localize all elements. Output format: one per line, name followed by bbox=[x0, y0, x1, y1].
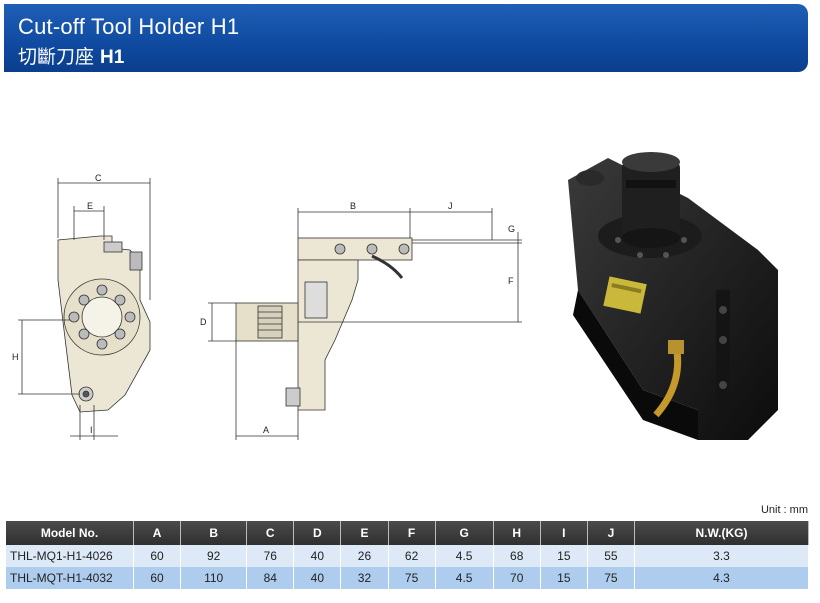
dim-label-b: B bbox=[350, 201, 356, 211]
cell-c: 84 bbox=[246, 567, 295, 589]
cell-weight: 4.3 bbox=[634, 567, 810, 589]
cell-i: 15 bbox=[540, 545, 588, 567]
col-header-j: J bbox=[587, 521, 635, 545]
dim-label-e: E bbox=[87, 201, 93, 211]
side-view bbox=[208, 208, 522, 440]
cell-g: 4.5 bbox=[435, 567, 494, 589]
table-header-row: Model No. A B C D E F G H I J N.W.(KG) bbox=[6, 521, 810, 545]
title-english: Cut-off Tool Holder H1 bbox=[18, 14, 240, 39]
technical-drawing: C E H I bbox=[12, 173, 522, 440]
table-row: THL-MQT-H1-4032 60 110 84 40 32 75 4.5 7… bbox=[6, 567, 810, 589]
product-photo bbox=[568, 152, 778, 440]
cell-model: THL-MQ1-H1-4026 bbox=[6, 545, 134, 567]
front-dimension-labels: C E H I bbox=[12, 173, 102, 435]
dim-label-d: D bbox=[200, 317, 207, 327]
dim-label-i: I bbox=[90, 425, 93, 435]
spec-table: Model No. A B C D E F G H I J N.W.(KG) T… bbox=[6, 521, 810, 589]
col-header-e: E bbox=[340, 521, 389, 545]
col-header-b: B bbox=[180, 521, 248, 545]
cell-weight: 3.3 bbox=[634, 545, 810, 567]
cell-model: THL-MQT-H1-4032 bbox=[6, 567, 134, 589]
front-view bbox=[18, 178, 151, 440]
col-header-weight: N.W.(KG) bbox=[634, 521, 810, 545]
col-header-c: C bbox=[246, 521, 295, 545]
title-chinese-text: 切斷刀座 bbox=[18, 47, 95, 68]
cell-f: 62 bbox=[388, 545, 436, 567]
cell-j: 55 bbox=[587, 545, 635, 567]
dim-label-a: A bbox=[263, 425, 269, 435]
dim-label-j: J bbox=[448, 201, 453, 211]
col-header-d: D bbox=[293, 521, 342, 545]
cell-d: 40 bbox=[293, 567, 342, 589]
col-header-g: G bbox=[435, 521, 494, 545]
dim-label-g: G bbox=[508, 224, 515, 234]
col-header-a: A bbox=[133, 521, 182, 545]
cell-c: 76 bbox=[246, 545, 295, 567]
cell-h: 68 bbox=[493, 545, 541, 567]
col-header-i: I bbox=[540, 521, 588, 545]
title-code: H1 bbox=[100, 47, 125, 68]
cell-a: 60 bbox=[133, 545, 182, 567]
side-dimension-labels: B J G F D A bbox=[200, 201, 515, 435]
col-header-f: F bbox=[388, 521, 436, 545]
dim-label-c: C bbox=[95, 173, 102, 183]
cell-b: 110 bbox=[180, 567, 248, 589]
col-header-model: Model No. bbox=[6, 521, 134, 545]
cell-e: 26 bbox=[340, 545, 389, 567]
col-header-h: H bbox=[493, 521, 541, 545]
dim-label-h: H bbox=[12, 352, 19, 362]
tool-holder-shape bbox=[568, 152, 778, 440]
dim-label-f: F bbox=[508, 276, 514, 286]
cell-j: 75 bbox=[587, 567, 635, 589]
cell-e: 32 bbox=[340, 567, 389, 589]
unit-label: Unit : mm bbox=[760, 504, 808, 516]
cell-g: 4.5 bbox=[435, 545, 494, 567]
cell-b: 92 bbox=[180, 545, 248, 567]
cell-a: 60 bbox=[133, 567, 182, 589]
cell-d: 40 bbox=[293, 545, 342, 567]
table-row: THL-MQ1-H1-4026 60 92 76 40 26 62 4.5 68… bbox=[6, 545, 810, 567]
cell-f: 75 bbox=[388, 567, 436, 589]
cell-h: 70 bbox=[493, 567, 541, 589]
cell-i: 15 bbox=[540, 567, 588, 589]
